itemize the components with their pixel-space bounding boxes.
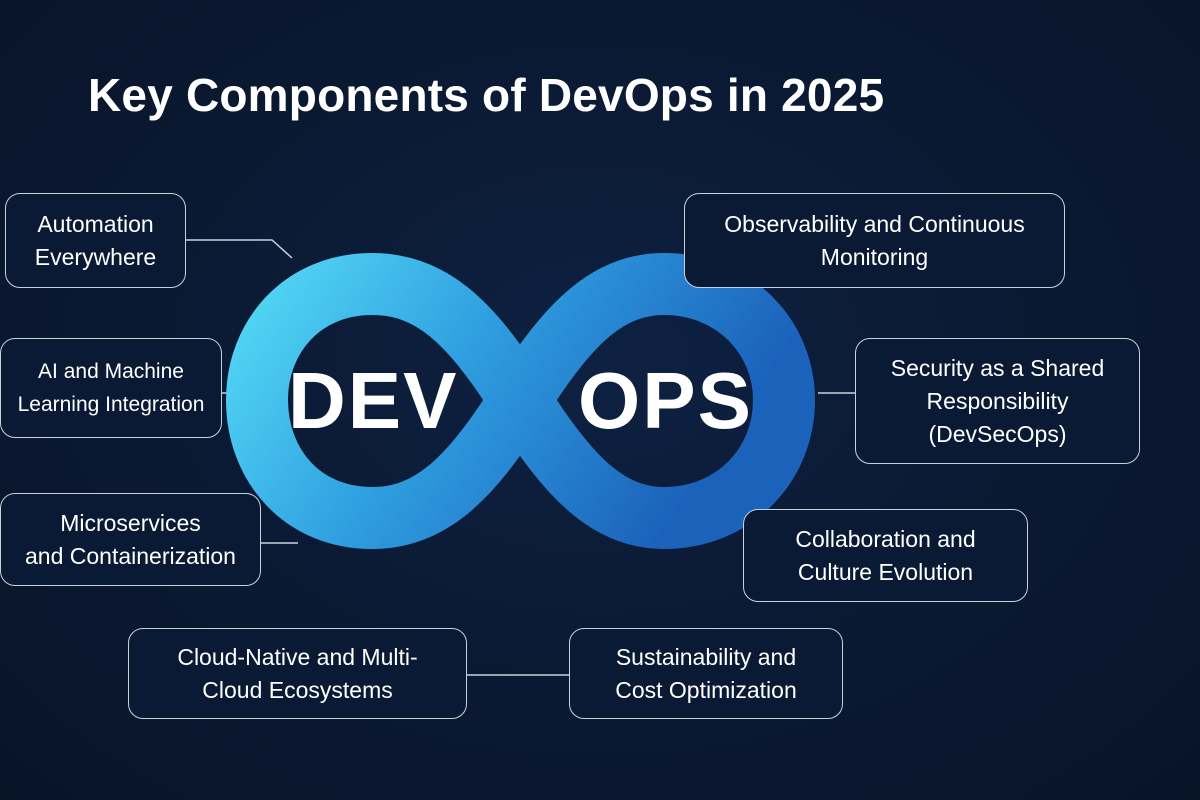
component-text: Monitoring [820,243,929,270]
component-text: Microservices [60,509,201,536]
component-text: and Containerization [25,542,236,569]
component-observability: Observability and Continuous Monitoring [684,193,1065,288]
page-title: Key Components of DevOps in 2025 [88,69,885,121]
component-text: Observability and Continuous [724,210,1025,237]
component-microservices: Microservices and Containerization [0,493,261,586]
component-text: Everywhere [34,243,157,270]
component-text: Cost Optimization [615,676,797,703]
connector-automation [185,239,293,259]
component-text: Automation [37,210,154,237]
component-text: Culture Evolution [797,558,974,585]
component-automation: Automation Everywhere [5,193,186,288]
dev-label: DEV [288,356,459,445]
component-text: Learning Integration [17,393,205,416]
component-text: AI and Machine [38,360,184,383]
component-text: Responsibility [926,387,1069,414]
component-sustainability: Sustainability and Cost Optimization [569,628,843,719]
component-text: Collaboration and [795,525,976,552]
component-text: Sustainability and [615,643,797,670]
component-text: Security as a Shared [890,354,1105,381]
component-cloud-native: Cloud-Native and Multi- Cloud Ecosystems [128,628,467,719]
infinity-loop [226,253,815,549]
component-text: (DevSecOps) [928,420,1067,447]
component-security: Security as a Shared Responsibility (Dev… [855,338,1140,464]
ops-label: OPS [578,356,753,445]
component-text: Cloud-Native and Multi- [177,643,418,670]
component-ai-ml: AI and Machine Learning Integration [0,338,222,438]
component-text: Cloud Ecosystems [202,676,393,703]
component-collaboration: Collaboration and Culture Evolution [743,509,1028,602]
